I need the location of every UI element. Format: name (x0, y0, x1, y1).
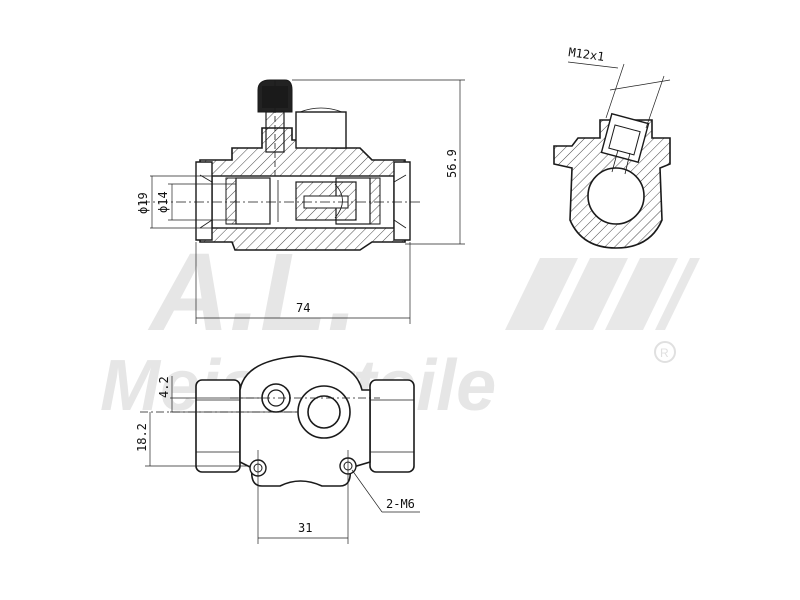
dim-height: 56.9 (445, 149, 459, 178)
dim-bore-outer: ϕ19 (136, 192, 150, 214)
dim-mount-spacing: 31 (298, 521, 312, 535)
watermark-logo: A.L. (147, 231, 358, 354)
dim-length: 74 (296, 301, 310, 315)
top-view: 4.2 18.2 31 2-M6 (135, 355, 420, 544)
dim-bore-inner: ϕ14 (156, 191, 170, 213)
side-section-view: ϕ19 ϕ14 56.9 74 (136, 79, 465, 324)
watermark-stripes (505, 258, 700, 330)
dim-thread: M12x1 (568, 45, 606, 64)
dim-offset-large: 18.2 (135, 423, 149, 452)
registered-circle (654, 341, 676, 363)
registered-mark: R (660, 346, 669, 360)
dim-offset-small: 4.2 (157, 376, 171, 398)
end-section-view: M12x1 (553, 45, 671, 249)
dim-mount-holes: 2-M6 (386, 497, 415, 511)
